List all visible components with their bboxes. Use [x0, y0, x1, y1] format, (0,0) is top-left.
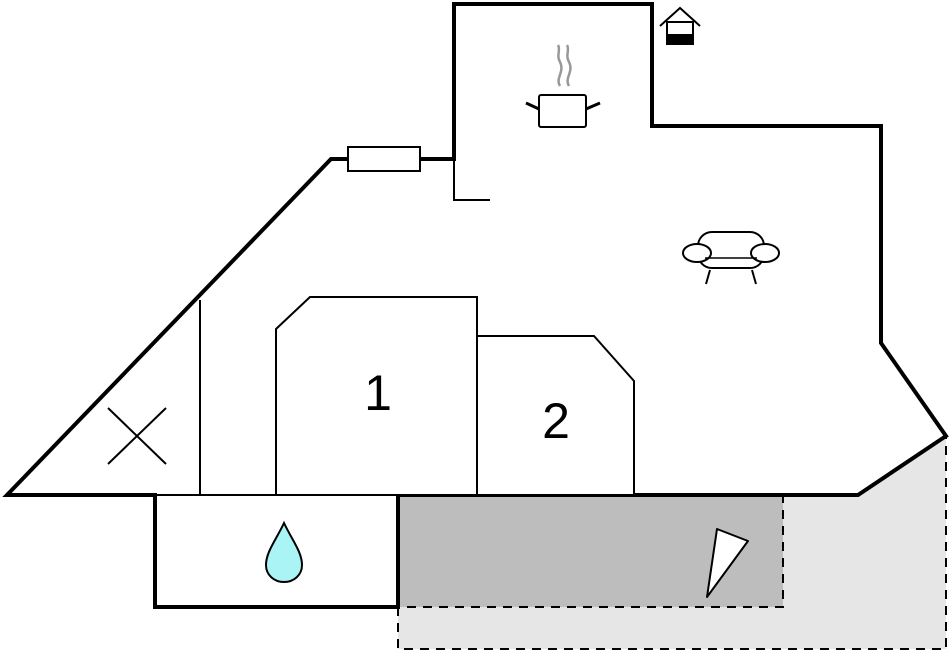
direction-pointer-icon: [706, 528, 749, 598]
fireplace-icon: [659, 6, 701, 45]
storage-cross-icon: [107, 407, 167, 465]
bedroom-2: [476, 335, 635, 496]
bedroom-2-label: 2: [542, 393, 570, 449]
exterior-wall: [2, 2, 949, 609]
bathroom-water-drop-icon: [264, 520, 304, 584]
window: [347, 146, 421, 172]
kitchen-pot-icon: [525, 44, 601, 128]
bedroom-1-label: 1: [364, 365, 392, 421]
sofa-icon: [682, 231, 780, 285]
kitchen-counter-wall: [453, 159, 490, 201]
